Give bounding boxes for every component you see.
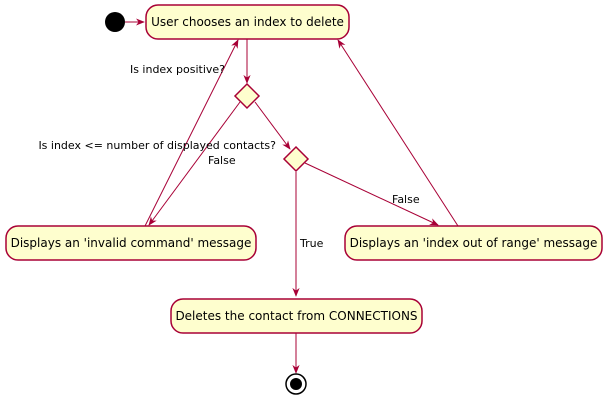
activity-choose-index: User chooses an index to delete: [145, 4, 350, 40]
activity-invalid-command-label: Displays an 'invalid command' message: [11, 236, 252, 250]
edge-positive-to-count-check: [254, 101, 291, 150]
start-node: [105, 12, 125, 32]
activity-delete-contact: Deletes the contact from CONNECTIONS: [170, 298, 423, 334]
edge-positive-to-invalid: [148, 101, 241, 226]
edge-invalid-to-choose: [144, 39, 239, 227]
edge-out-of-range-to-choose: [337, 39, 459, 227]
edges: [125, 18, 459, 374]
branch-label-count-false: False: [392, 193, 420, 206]
edge-count-to-out-of-range: [304, 162, 439, 226]
end-node: [285, 373, 307, 395]
condition-label-positive: Is index positive?: [130, 63, 225, 76]
branch-label-positive-false: False: [208, 154, 236, 167]
activity-out-of-range-label: Displays an 'index out of range' message: [350, 236, 598, 250]
decision-index-positive: [233, 82, 261, 110]
activity-out-of-range: Displays an 'index out of range' message: [344, 225, 603, 261]
activity-choose-index-label: User chooses an index to delete: [151, 15, 344, 29]
activity-delete-contact-label: Deletes the contact from CONNECTIONS: [175, 309, 417, 323]
branch-label-count-true: True: [299, 237, 324, 250]
condition-label-within-count: Is index <= number of displayed contacts…: [38, 139, 276, 152]
decision-index-within-count: [282, 145, 310, 173]
activity-invalid-command: Displays an 'invalid command' message: [5, 225, 257, 261]
